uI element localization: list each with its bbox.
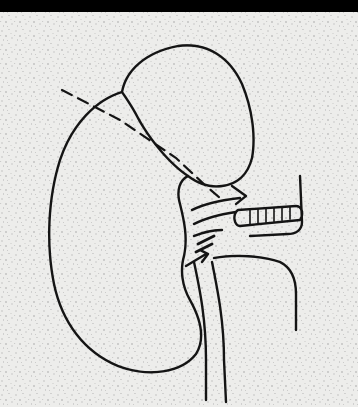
top-border-bar (0, 0, 358, 12)
